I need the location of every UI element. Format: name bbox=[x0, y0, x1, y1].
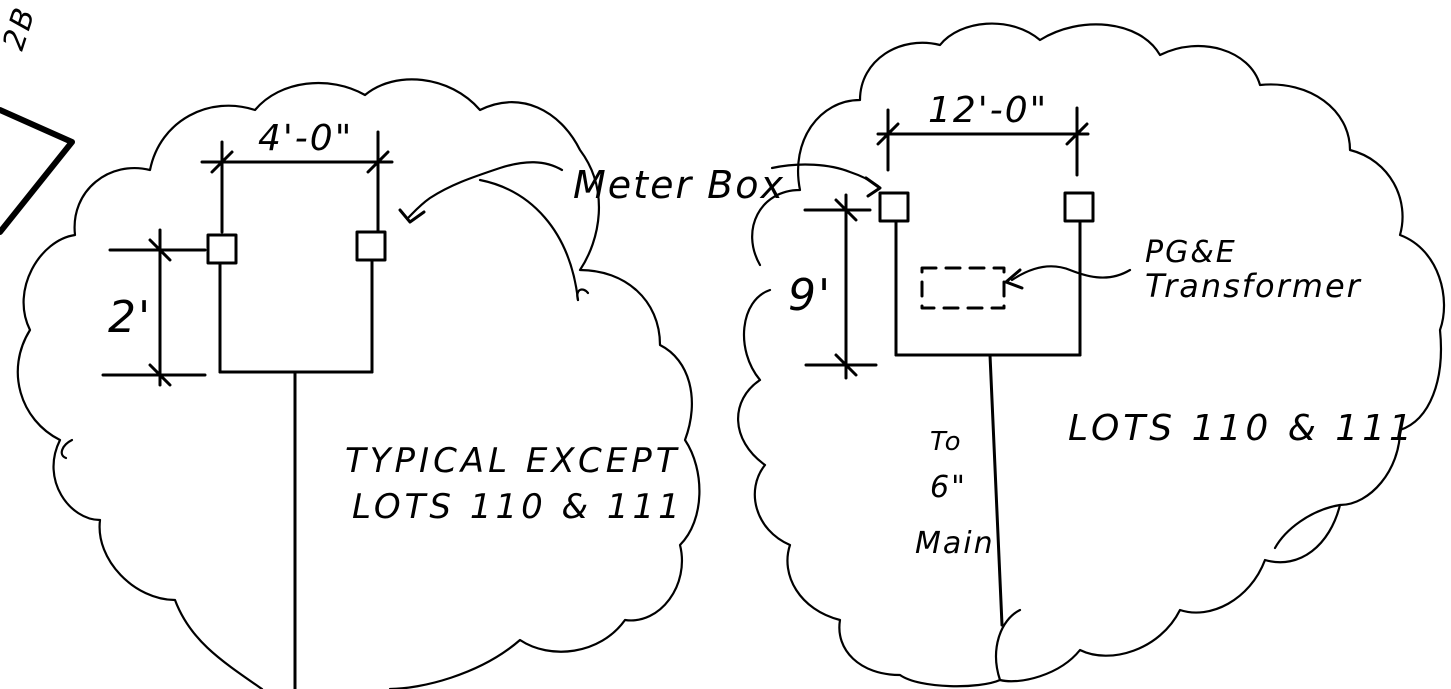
transformer-pad bbox=[920, 266, 1006, 310]
meter-box-arrowhead-right bbox=[864, 176, 882, 198]
right-meter-box-2 bbox=[1063, 191, 1095, 223]
right-height-tick-top bbox=[834, 198, 858, 222]
corner-fragment: 2B bbox=[0, 2, 75, 235]
right-cloud-inner-arc bbox=[1273, 503, 1342, 550]
left-height-tick-top bbox=[148, 238, 172, 262]
right-height-dimension-text: 9' bbox=[788, 270, 832, 321]
left-width-tick-left bbox=[210, 150, 234, 174]
right-width-tick-right bbox=[1065, 122, 1089, 146]
transformer-leader bbox=[1010, 265, 1132, 282]
left-width-tick-right bbox=[366, 150, 390, 174]
corner-wedge-shape bbox=[0, 107, 75, 235]
corner-fragment-text: 2B bbox=[0, 2, 43, 54]
right-meter-box-1 bbox=[878, 191, 910, 223]
left-detail: 4'-0" 2' TYPICAL EXCEPT LOTS 110 & 111 bbox=[16, 78, 701, 689]
meter-box-callout: Meter Box bbox=[398, 161, 882, 224]
transformer-arrowhead bbox=[1004, 268, 1024, 290]
right-revision-cloud bbox=[737, 22, 1446, 688]
left-meter-box-2 bbox=[355, 230, 387, 262]
left-height-tick-bottom bbox=[148, 363, 172, 387]
right-cloud-inner-arc-2 bbox=[995, 608, 1022, 682]
left-cloud-curl-2 bbox=[60, 438, 74, 460]
meter-box-leader-left bbox=[406, 161, 564, 220]
transformer-label-line-1: PG&E bbox=[1145, 235, 1237, 270]
main-label-line-3: Main bbox=[915, 526, 995, 561]
transformer-label-line-2: Transformer bbox=[1145, 267, 1362, 305]
left-cloud-inner-arc bbox=[478, 178, 580, 302]
left-cloud-curl bbox=[576, 288, 590, 302]
right-height-tick-bottom bbox=[834, 353, 858, 377]
right-width-tick-left bbox=[876, 122, 900, 146]
right-width-dimension-text: 12'-0" bbox=[928, 90, 1048, 131]
left-width-dimension-text: 4'-0" bbox=[258, 118, 353, 159]
left-revision-cloud bbox=[16, 78, 701, 689]
left-note-line-1: TYPICAL EXCEPT bbox=[345, 441, 681, 481]
right-detail: 12'-0" PG&E Transformer 9' To bbox=[737, 22, 1446, 688]
right-note: LOTS 110 & 111 bbox=[1068, 408, 1416, 449]
left-meter-box-1 bbox=[206, 233, 238, 265]
meter-box-label: Meter Box bbox=[573, 163, 785, 207]
meter-box-arrowhead-left bbox=[398, 208, 426, 224]
main-label-line-2: 6" bbox=[930, 470, 967, 505]
right-main-lateral bbox=[988, 353, 1004, 627]
left-note-line-2: LOTS 110 & 111 bbox=[352, 487, 684, 527]
meter-box-leader-right bbox=[770, 163, 880, 188]
main-label-line-1: To bbox=[930, 427, 963, 457]
left-height-dimension-text: 2' bbox=[108, 292, 152, 343]
